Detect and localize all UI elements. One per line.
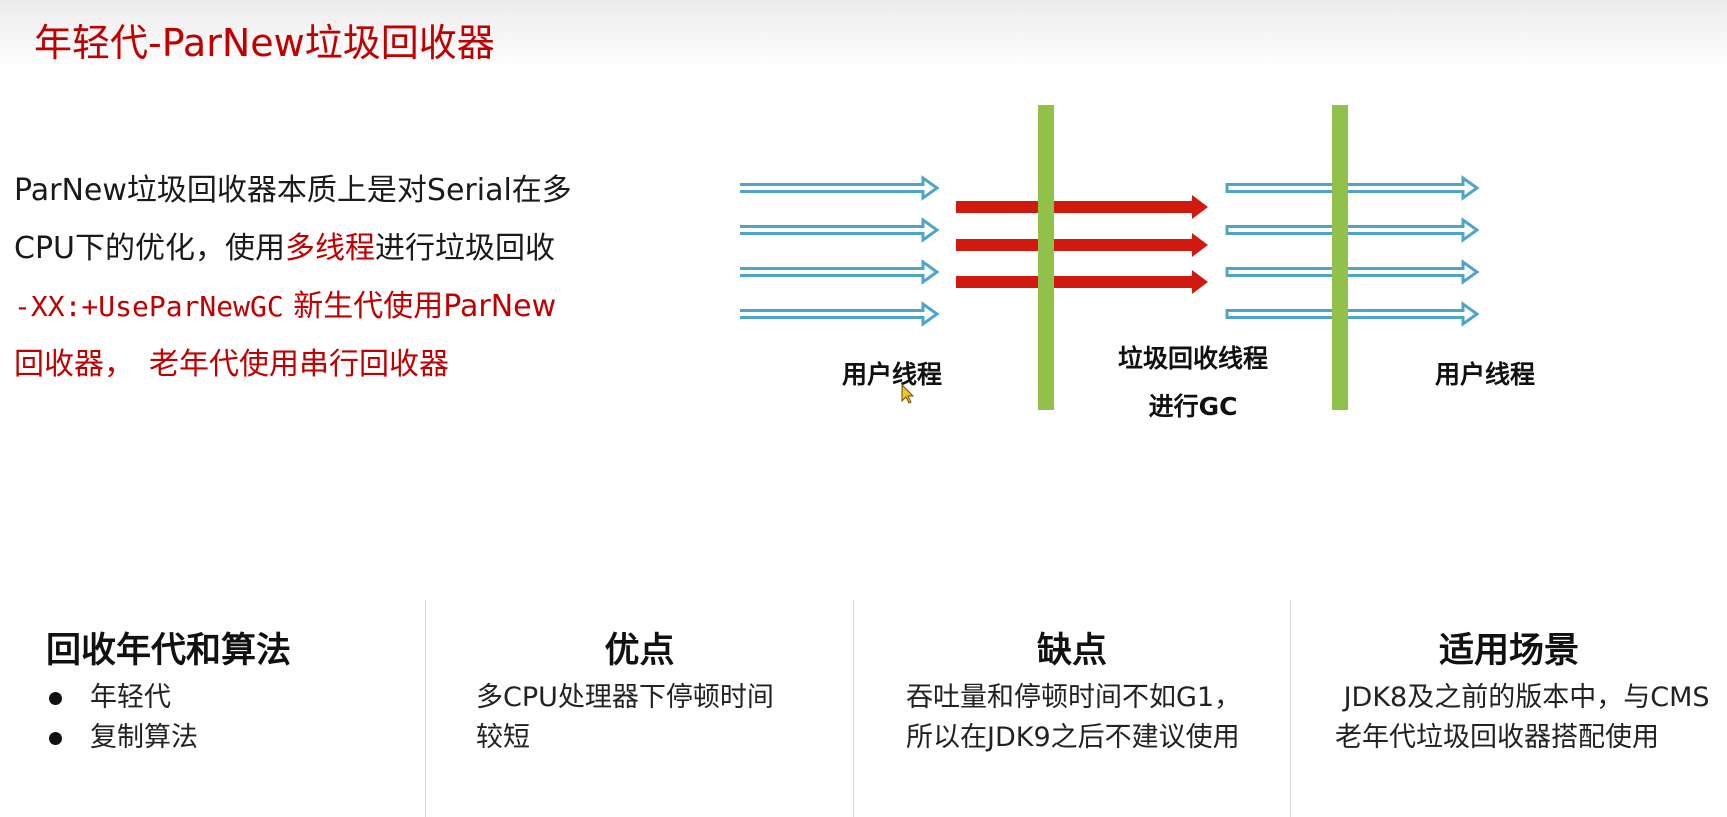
bullet-icon	[49, 692, 62, 705]
bullet-icon	[49, 732, 62, 745]
column-divider	[425, 600, 426, 817]
col-advantages-title: 优点	[604, 631, 675, 671]
gc-thread-arrow	[956, 233, 1208, 257]
intro-line-2: CPU下的优化，使用多线程进行垃圾回收	[14, 220, 654, 278]
disadvantages-line-1: 吞吐量和停顿时间不如G1，	[906, 682, 1242, 713]
col-use-cases-title: 适用场景	[1438, 631, 1579, 671]
user-threads-left	[740, 175, 940, 327]
intro-text: ParNew垃圾回收器本质上是对Serial在多 CPU下的优化，使用多线程进行…	[14, 162, 654, 394]
gc-thread-arrow	[956, 195, 1208, 219]
intro-line-2-post: 进行垃圾回收	[375, 231, 555, 266]
intro-line-2-pre: CPU下的优化，使用	[14, 231, 285, 266]
gc-thread-diagram: 用户线程 垃圾回收线程 进行GC 用户线程	[740, 105, 1535, 421]
user-thread-arrow	[1225, 217, 1480, 243]
col-use-cases: 适用场景 JDK8及之前的版本中，与CMS 老年代垃圾回收器搭配使用	[1291, 600, 1727, 817]
col-generation-algorithm: 回收年代和算法 年轻代 复制算法	[0, 600, 425, 817]
gc-thread-arrow	[956, 270, 1208, 294]
user-thread-arrow	[740, 175, 940, 201]
column-divider	[1290, 600, 1291, 817]
use-cases-line-1: JDK8及之前的版本中，与CMS	[1335, 682, 1710, 713]
label-user-thread-right: 用户线程	[1435, 360, 1535, 389]
item-young-gen: 年轻代	[90, 682, 171, 713]
intro-line-1: ParNew垃圾回收器本质上是对Serial在多	[14, 173, 572, 208]
use-cases-text: JDK8及之前的版本中，与CMS 老年代垃圾回收器搭配使用	[1335, 678, 1710, 758]
col-advantages: 优点 多CPU处理器下停顿时间 较短	[426, 600, 853, 817]
user-threads-right	[1225, 175, 1480, 327]
use-cases-line-2: 老年代垃圾回收器搭配使用	[1335, 722, 1659, 753]
user-thread-arrow	[1225, 175, 1480, 201]
user-thread-arrow	[740, 217, 940, 243]
intro-line-3: -XX:+UseParNewGC 新生代使用ParNew	[14, 278, 654, 336]
disadvantages-line-2: 所以在JDK9之后不建议使用	[906, 722, 1240, 753]
label-do-gc: 进行GC	[1149, 392, 1238, 421]
column-divider	[853, 600, 854, 817]
multithread-highlight: 多线程	[285, 231, 375, 266]
stw-barrier-start	[1038, 105, 1054, 410]
jvm-flag-desc: 新生代使用ParNew	[293, 289, 557, 324]
list-item: 年轻代	[46, 678, 198, 718]
top-bar	[0, 0, 1727, 70]
advantages-text: 多CPU处理器下停顿时间 较短	[476, 678, 774, 758]
advantages-line-2: 较短	[476, 722, 530, 753]
cursor-icon	[901, 383, 915, 404]
page-title: 年轻代-ParNew垃圾回收器	[34, 21, 495, 65]
advantages-line-1: 多CPU处理器下停顿时间	[476, 682, 774, 713]
col-generation-title: 回收年代和算法	[46, 631, 292, 671]
intro-line-4: 回收器， 老年代使用串行回收器	[14, 347, 449, 382]
jvm-flag: -XX:+UseParNewGC	[14, 290, 284, 323]
user-thread-arrow	[1225, 301, 1480, 327]
col-disadvantages-title: 缺点	[1036, 631, 1107, 671]
col-disadvantages: 缺点 吞吐量和停顿时间不如G1， 所以在JDK9之后不建议使用	[854, 600, 1290, 817]
list-item: 复制算法	[46, 718, 198, 758]
user-thread-arrow	[1225, 259, 1480, 285]
label-gc-thread: 垃圾回收线程	[1118, 344, 1268, 373]
generation-algorithm-list: 年轻代 复制算法	[46, 678, 198, 758]
user-thread-arrow	[740, 259, 940, 285]
user-thread-arrow	[740, 301, 940, 327]
summary-table: 回收年代和算法 年轻代 复制算法 优点 多CPU处理器下停顿时间 较短 缺点 吞…	[0, 600, 1727, 817]
item-copy-algorithm: 复制算法	[90, 722, 198, 753]
gc-threads	[956, 195, 1208, 294]
disadvantages-text: 吞吐量和停顿时间不如G1， 所以在JDK9之后不建议使用	[906, 678, 1241, 758]
label-user-thread-left: 用户线程	[842, 360, 942, 389]
stw-barrier-end	[1332, 105, 1348, 410]
